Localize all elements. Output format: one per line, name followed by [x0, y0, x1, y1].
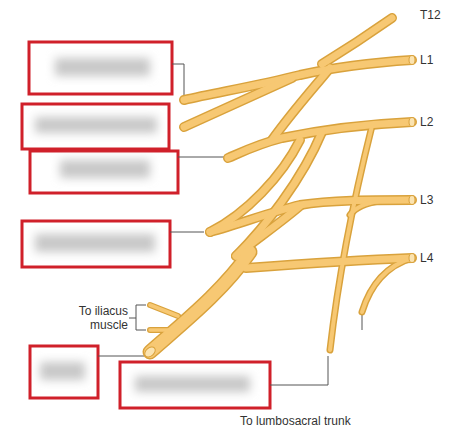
- root-label: L3: [420, 193, 433, 207]
- root-label: L1: [420, 53, 433, 67]
- root-label: L2: [420, 115, 433, 129]
- nerve-outlines: [150, 18, 412, 352]
- branch-note: To lumbosacral trunk: [240, 414, 351, 428]
- branch-note: To iliacus muscle: [60, 304, 128, 332]
- nerve-ends: [143, 56, 415, 359]
- root-label: L4: [420, 251, 433, 265]
- nerve-fills: [150, 18, 412, 352]
- root-label: T12: [420, 8, 441, 22]
